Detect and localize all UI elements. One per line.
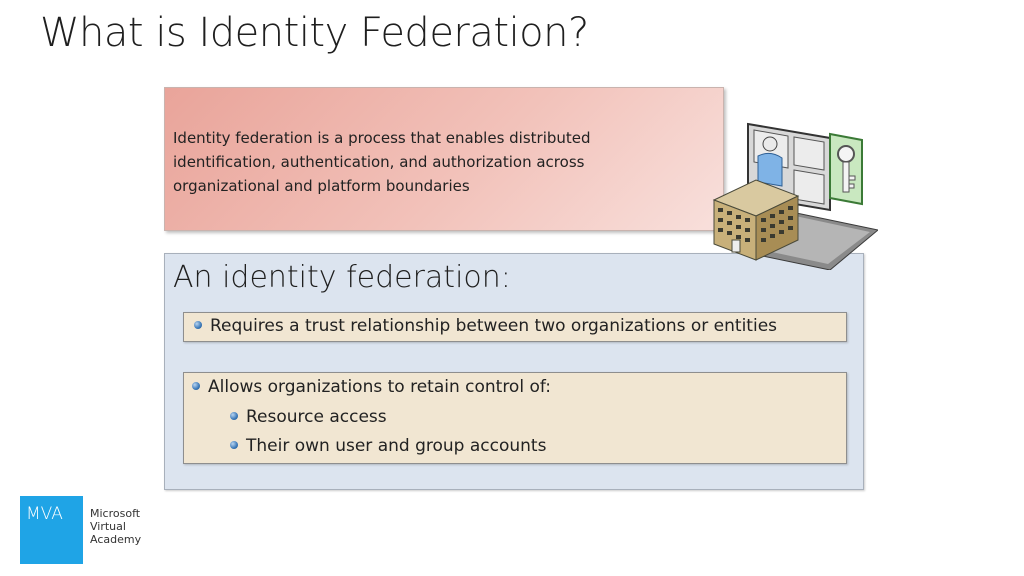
bullet-icon	[230, 412, 238, 420]
key-icon	[829, 132, 863, 206]
bullet-item: Requires a trust relationship between tw…	[194, 316, 777, 336]
bullet-text: Allows organizations to retain control o…	[208, 377, 551, 397]
bullet-text: Requires a trust relationship between tw…	[210, 316, 778, 336]
sub-bullet-item: Resource access	[230, 407, 387, 427]
bullet-icon	[230, 441, 238, 449]
mva-logo: MVA	[20, 496, 83, 564]
bullet-icon	[192, 382, 200, 390]
sub-bullet-text: Resource access	[246, 407, 387, 427]
mva-name: Microsoft Virtual Academy	[90, 507, 141, 546]
user-icon	[757, 136, 783, 187]
definition-box: Identity federation is a process that en…	[164, 87, 724, 231]
definition-text: Identity federation is a process that en…	[173, 129, 591, 195]
mva-logo-text: MVA	[26, 504, 63, 524]
mva-name-line: Academy	[90, 533, 142, 546]
bullet-box-trust: Requires a trust relationship between tw…	[183, 312, 847, 342]
mva-name-line: Virtual	[90, 520, 126, 533]
mva-name-line: Microsoft	[90, 507, 141, 520]
sub-bullet-item: Their own user and group accounts	[230, 436, 546, 456]
building-icon	[712, 179, 800, 261]
bullet-icon	[194, 321, 202, 329]
panel-heading: An identity federation:	[173, 260, 511, 295]
federation-illustration	[712, 122, 878, 270]
bullet-box-control: Allows organizations to retain control o…	[183, 372, 847, 464]
sub-bullet-text: Their own user and group accounts	[246, 436, 547, 456]
bullet-item: Allows organizations to retain control o…	[192, 377, 551, 397]
federation-panel: An identity federation: Requires a trust…	[164, 253, 864, 490]
slide-title: What is Identity Federation?	[40, 10, 589, 56]
